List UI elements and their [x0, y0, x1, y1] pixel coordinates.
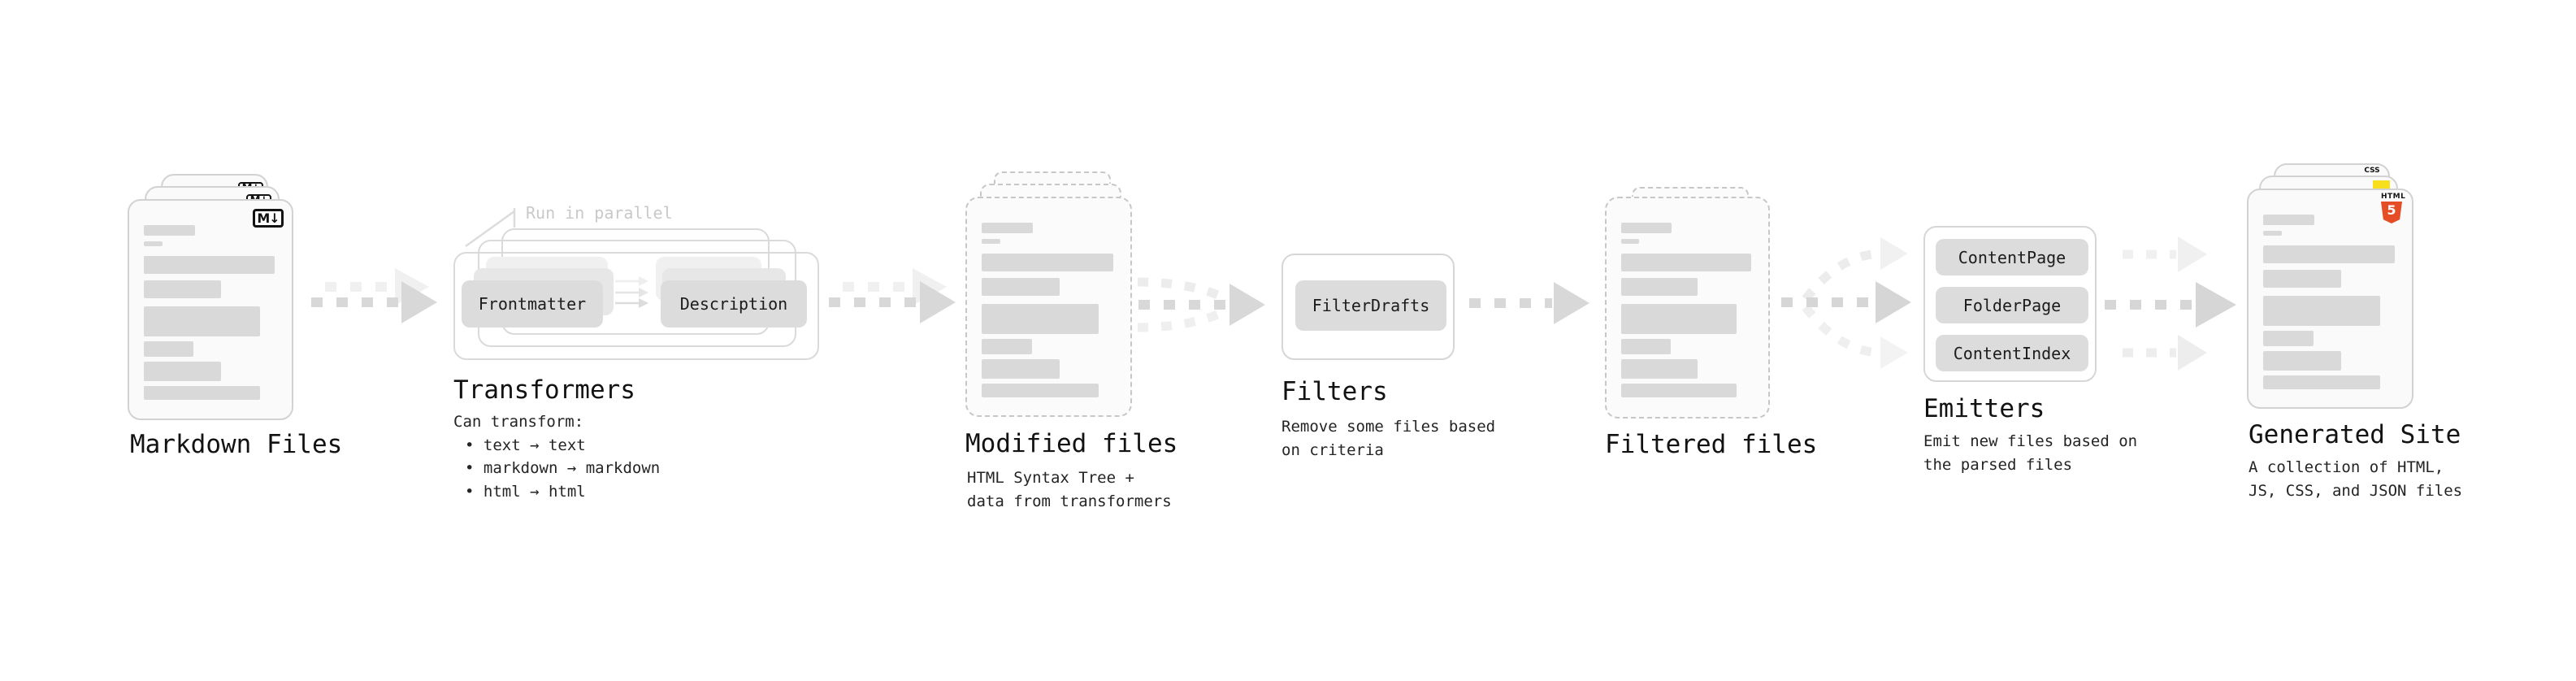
stage-title: Transformers [453, 375, 635, 405]
filter-drafts-pill: FilterDrafts [1295, 280, 1446, 331]
stage-description-line: A collection of HTML, [2249, 458, 2444, 476]
stage-description-line: JS, CSS, and JSON files [2249, 481, 2463, 500]
placeholder-text-bars [982, 198, 1113, 415]
file-card [1605, 197, 1770, 419]
stage-title: Markdown Files [130, 430, 343, 459]
flow-arrow-filtered-to-emitters [1781, 237, 1911, 369]
transformer-frame [453, 252, 819, 360]
js-icon [2373, 180, 2390, 189]
emitter-pill-folderpage: FolderPage [1936, 287, 2088, 323]
stage-title: Filtered files [1605, 430, 1818, 459]
stage-title: Filters [1281, 377, 1388, 406]
flow-arrow-transformers-to-modified [829, 268, 956, 323]
markdown-icon: M↓ [253, 209, 284, 228]
stage-description-line: data from transformers [967, 492, 1172, 510]
emitter-pill-contentpage: ContentPage [1936, 239, 2088, 275]
html5-word: HTML [2381, 193, 2406, 201]
stage-description-line: Can transform: [453, 413, 584, 431]
description-pill: Description [661, 280, 807, 327]
stage-description-line: Remove some files based [1281, 418, 1496, 436]
stage-description-line: on criteria [1281, 440, 1384, 459]
file-card [965, 197, 1132, 417]
placeholder-text-bars [2263, 190, 2395, 407]
file-card: HTML 5 [2247, 189, 2413, 409]
flow-arrow-filters-to-filtered [1469, 282, 1589, 324]
html5-number: 5 [2387, 202, 2396, 218]
stage-title: Modified files [965, 429, 1178, 458]
placeholder-text-bars [1621, 198, 1751, 417]
run-in-parallel-note: Run in parallel [526, 203, 673, 223]
stage-description-line: • html → html [465, 482, 586, 501]
emitter-pill-contentindex: ContentIndex [1936, 335, 2088, 371]
flow-arrow-markdown-to-transformers [311, 268, 437, 323]
stage-description-line: HTML Syntax Tree + [967, 469, 1134, 487]
html5-icon: HTML 5 [2381, 193, 2406, 223]
css-badge-label: CSS [2364, 167, 2380, 175]
stage-description-line: • text → text [465, 436, 586, 454]
emitters-panel: ContentPage FolderPage ContentIndex [1923, 226, 2097, 382]
file-card: M↓ [128, 199, 293, 420]
html5-shield: 5 [2381, 202, 2402, 223]
placeholder-text-bars [144, 201, 275, 419]
stage-description-line: the parsed files [1923, 455, 2073, 474]
stage-title: Emitters [1923, 394, 2045, 423]
flow-arrow-modified-to-filters [1137, 277, 1265, 332]
stage-description-line: • markdown → markdown [465, 459, 661, 477]
stage-description-line: Emit new files based on [1923, 432, 2138, 450]
frontmatter-pill: Frontmatter [462, 280, 603, 327]
filters-panel: FilterDrafts [1281, 254, 1455, 360]
stage-title: Generated Site [2249, 420, 2461, 449]
flow-arrow-emitters-to-site [2105, 236, 2236, 371]
